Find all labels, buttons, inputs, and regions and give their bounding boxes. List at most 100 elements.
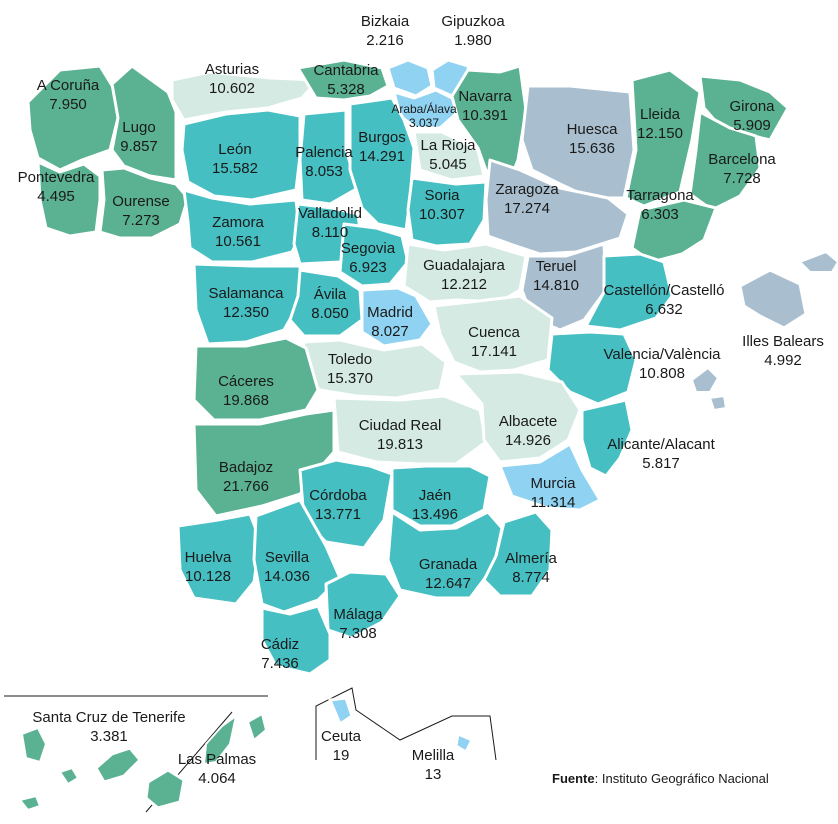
region-segovia[interactable] <box>338 222 410 288</box>
region-las-palmas[interactable] <box>144 768 186 810</box>
region-jaen[interactable] <box>390 464 492 528</box>
region-melilla[interactable] <box>454 732 474 754</box>
province-value: 19.868 <box>223 392 269 409</box>
province-value: 4.064 <box>198 770 236 787</box>
province-name: Las Palmas <box>177 751 257 768</box>
province-name: Navarra <box>458 88 512 105</box>
region-zamora[interactable] <box>182 188 302 264</box>
region-madrid[interactable] <box>360 286 434 348</box>
province-name: Murcia <box>530 475 576 492</box>
province-name: Girona <box>729 98 775 115</box>
province-value: 7.308 <box>339 625 377 642</box>
source-note: Fuente: Instituto Geográfico Nacional <box>552 771 769 786</box>
region-illes-balears[interactable] <box>738 268 808 330</box>
province-value: 19.813 <box>377 436 423 453</box>
region-palencia[interactable] <box>298 108 360 206</box>
province-name: Bizkaia <box>360 13 410 30</box>
region-cadiz[interactable] <box>260 604 332 676</box>
province-value: 8.053 <box>305 163 343 180</box>
province-value: 8.774 <box>512 569 550 586</box>
province-name: Sevilla <box>264 549 310 566</box>
region-santa-cruz[interactable] <box>94 746 142 784</box>
region-barcelona[interactable] <box>688 110 762 212</box>
region-alicante[interactable] <box>580 398 634 478</box>
province-value: 12.150 <box>637 125 683 142</box>
region-lleida[interactable] <box>624 68 702 208</box>
province-value: 13 <box>424 766 442 783</box>
province-value: 6.632 <box>645 301 683 318</box>
region-avila[interactable] <box>288 268 364 338</box>
province-value: 7.950 <box>49 96 87 113</box>
province-name: Zamora <box>212 214 264 231</box>
region-ciudad-real[interactable] <box>332 394 488 466</box>
source-text: : Instituto Geográfico Nacional <box>594 771 769 786</box>
region-albacete[interactable] <box>454 370 582 464</box>
region-a-coruna[interactable] <box>26 64 120 172</box>
province-value: 10.128 <box>185 568 231 585</box>
region-bizkaia[interactable] <box>386 58 434 98</box>
region-huelva[interactable] <box>176 512 262 606</box>
region-malaga[interactable] <box>324 570 402 640</box>
province-name: Cantabria <box>313 62 379 79</box>
province-value: 14.810 <box>533 277 579 294</box>
province-name: Lleida <box>639 106 681 123</box>
region-la-rioja[interactable] <box>412 130 486 182</box>
province-value: 14.926 <box>505 432 551 449</box>
island-fuerteventura <box>202 713 238 766</box>
province-name: Alicante/Alacant <box>607 436 715 453</box>
province-name: Córdoba <box>309 487 367 504</box>
region-asturias[interactable] <box>170 70 320 122</box>
province-name: Barcelona <box>708 151 776 168</box>
province-name: Segovia <box>340 240 396 257</box>
label-lleida: Lleida 12.150 <box>637 105 683 143</box>
region-soria[interactable] <box>406 176 488 248</box>
province-value: 15.636 <box>569 140 615 157</box>
region-ceuta[interactable] <box>328 696 354 726</box>
region-caceres[interactable] <box>192 336 320 422</box>
region-cantabria[interactable] <box>296 58 390 102</box>
province-value: 14.291 <box>359 148 405 165</box>
province-name: Zaragoza <box>495 181 559 198</box>
region-valencia[interactable] <box>546 330 638 406</box>
island-menorca <box>798 250 838 273</box>
region-salamanca[interactable] <box>192 262 304 346</box>
province-name: Soria <box>424 187 460 204</box>
region-leon[interactable] <box>180 108 302 202</box>
region-almeria[interactable] <box>482 510 554 598</box>
province-name: Cádiz <box>260 636 300 653</box>
region-sevilla[interactable] <box>252 498 342 614</box>
region-lugo[interactable] <box>110 64 178 182</box>
province-value: 7.273 <box>122 212 160 229</box>
region-murcia[interactable] <box>498 442 602 512</box>
region-cuenca[interactable] <box>432 294 554 374</box>
label-las-palmas: Las Palmas 4.064 <box>178 750 256 788</box>
region-ourense[interactable] <box>98 166 190 240</box>
region-pontevedra[interactable] <box>36 160 102 238</box>
region-tarragona[interactable] <box>630 198 718 264</box>
region-toledo[interactable] <box>298 338 448 400</box>
island-el-hierro <box>18 794 42 812</box>
province-value: 21.766 <box>223 478 269 495</box>
region-castellon[interactable] <box>584 252 674 332</box>
